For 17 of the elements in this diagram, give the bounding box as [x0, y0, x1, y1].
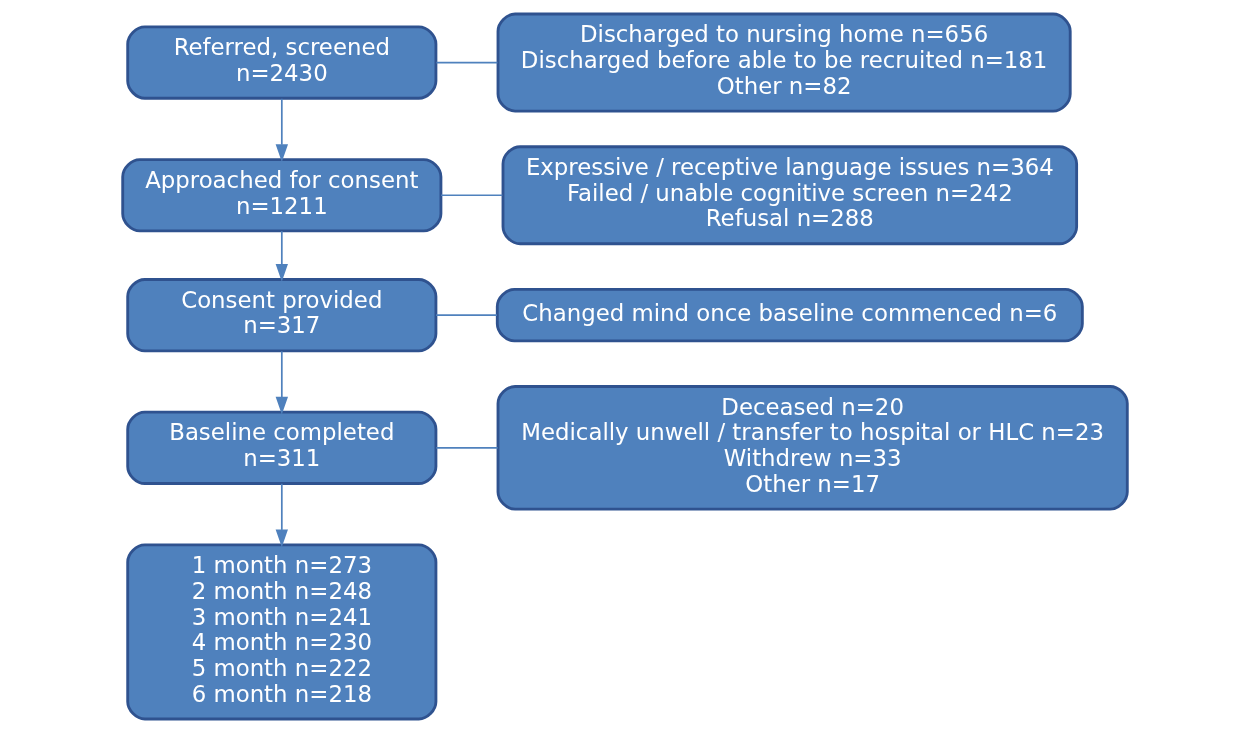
node-box: Referred, screened n=2430 [125, 25, 437, 100]
node-box: Approached for consent n=1211 [120, 158, 442, 233]
connector [434, 447, 499, 449]
node-box: Baseline completed n=311 [125, 410, 437, 485]
node-box: Expressive / receptive language issues n=364 Failed / unable cognitive screen n=242 Refusal n=288 [501, 145, 1078, 246]
node-box: Discharged to nursing home n=656 Discharged before able to be recruited n=181 Other n=82 [496, 12, 1072, 113]
node-box: 1 month n=273 2 month n=248 3 month n=241 4 month n=230 5 month n=222 6 month n=218 [125, 543, 437, 721]
connector [439, 194, 503, 197]
arrow [275, 482, 288, 548]
node-box: Consent provided n=317 [125, 278, 437, 353]
node-box: Deceased n=20 Medically unwell / transfer to hospital or HLC n=23 Withdrew n=33 Other n=17 [496, 385, 1129, 511]
arrow [275, 230, 288, 282]
connector [434, 314, 498, 316]
node-box: Changed mind once baseline commenced n=6 [495, 288, 1084, 343]
connector [434, 61, 498, 64]
arrow [275, 350, 288, 415]
arrow [275, 97, 288, 162]
